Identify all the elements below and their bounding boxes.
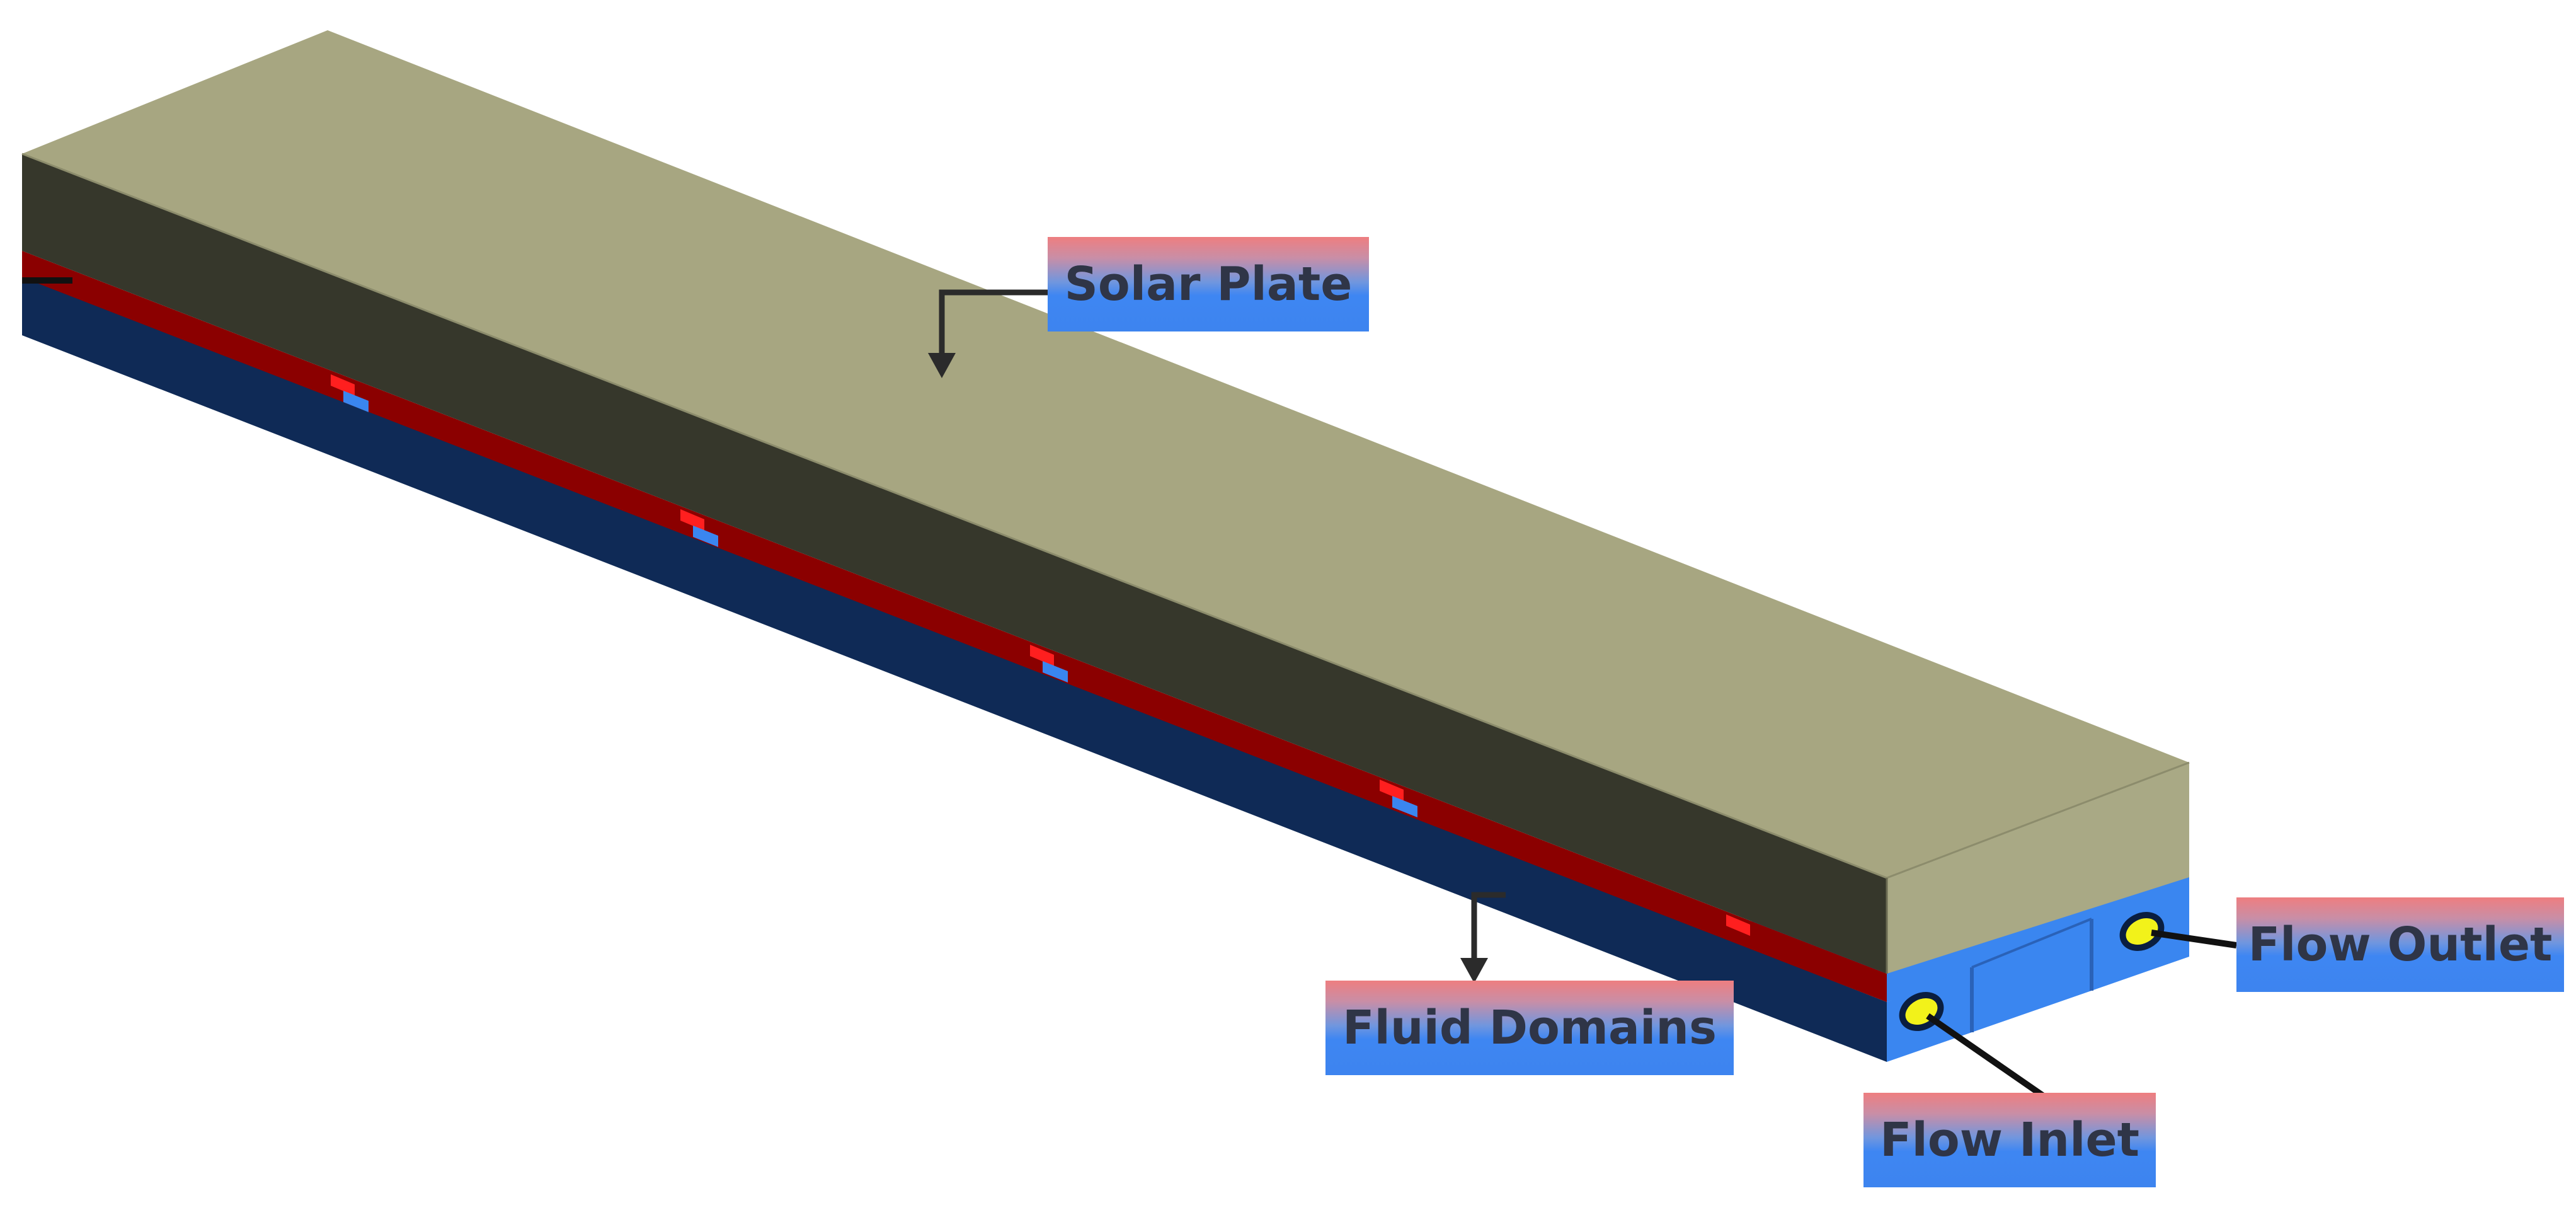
channel-marker [1030, 645, 1054, 666]
solar-plate-arrowhead [928, 353, 956, 378]
fluid-domains-label: Fluid Domains [1325, 981, 1734, 1075]
end-face-divider [1971, 918, 2092, 969]
channel-marker [343, 391, 369, 412]
channel-marker [680, 509, 704, 531]
solar-plate-end-face [1887, 763, 2189, 974]
channel-marker [331, 374, 355, 396]
solar-plate-label: Solar Plate [1048, 237, 1369, 331]
solar-plate-top-face [22, 30, 2189, 878]
channel-markers [331, 374, 1750, 936]
absorber-channel [22, 251, 1887, 1002]
flow-outlet-label: Flow Outlet [2236, 897, 2564, 992]
flow-outlet-port [2119, 912, 2165, 951]
channel-marker [1043, 661, 1068, 683]
channel-marker [1392, 796, 1417, 817]
fluid-base-side-face [22, 271, 1887, 1062]
fluid-domains-leader [1471, 892, 1506, 964]
flow-inlet-leader [1926, 1013, 2046, 1100]
channel-marker [1380, 780, 1404, 801]
channel-marker [1726, 914, 1750, 936]
fluid-domains-arrowhead [1460, 958, 1488, 983]
flow-outlet-leader [2151, 930, 2237, 948]
channel-marker [693, 526, 718, 547]
solar-plate-leader [939, 289, 1048, 359]
fluid-base-end-face [1887, 877, 2189, 1062]
flow-inlet-label: Flow Inlet [1863, 1093, 2156, 1187]
solar-plate-side-face [22, 154, 1887, 974]
